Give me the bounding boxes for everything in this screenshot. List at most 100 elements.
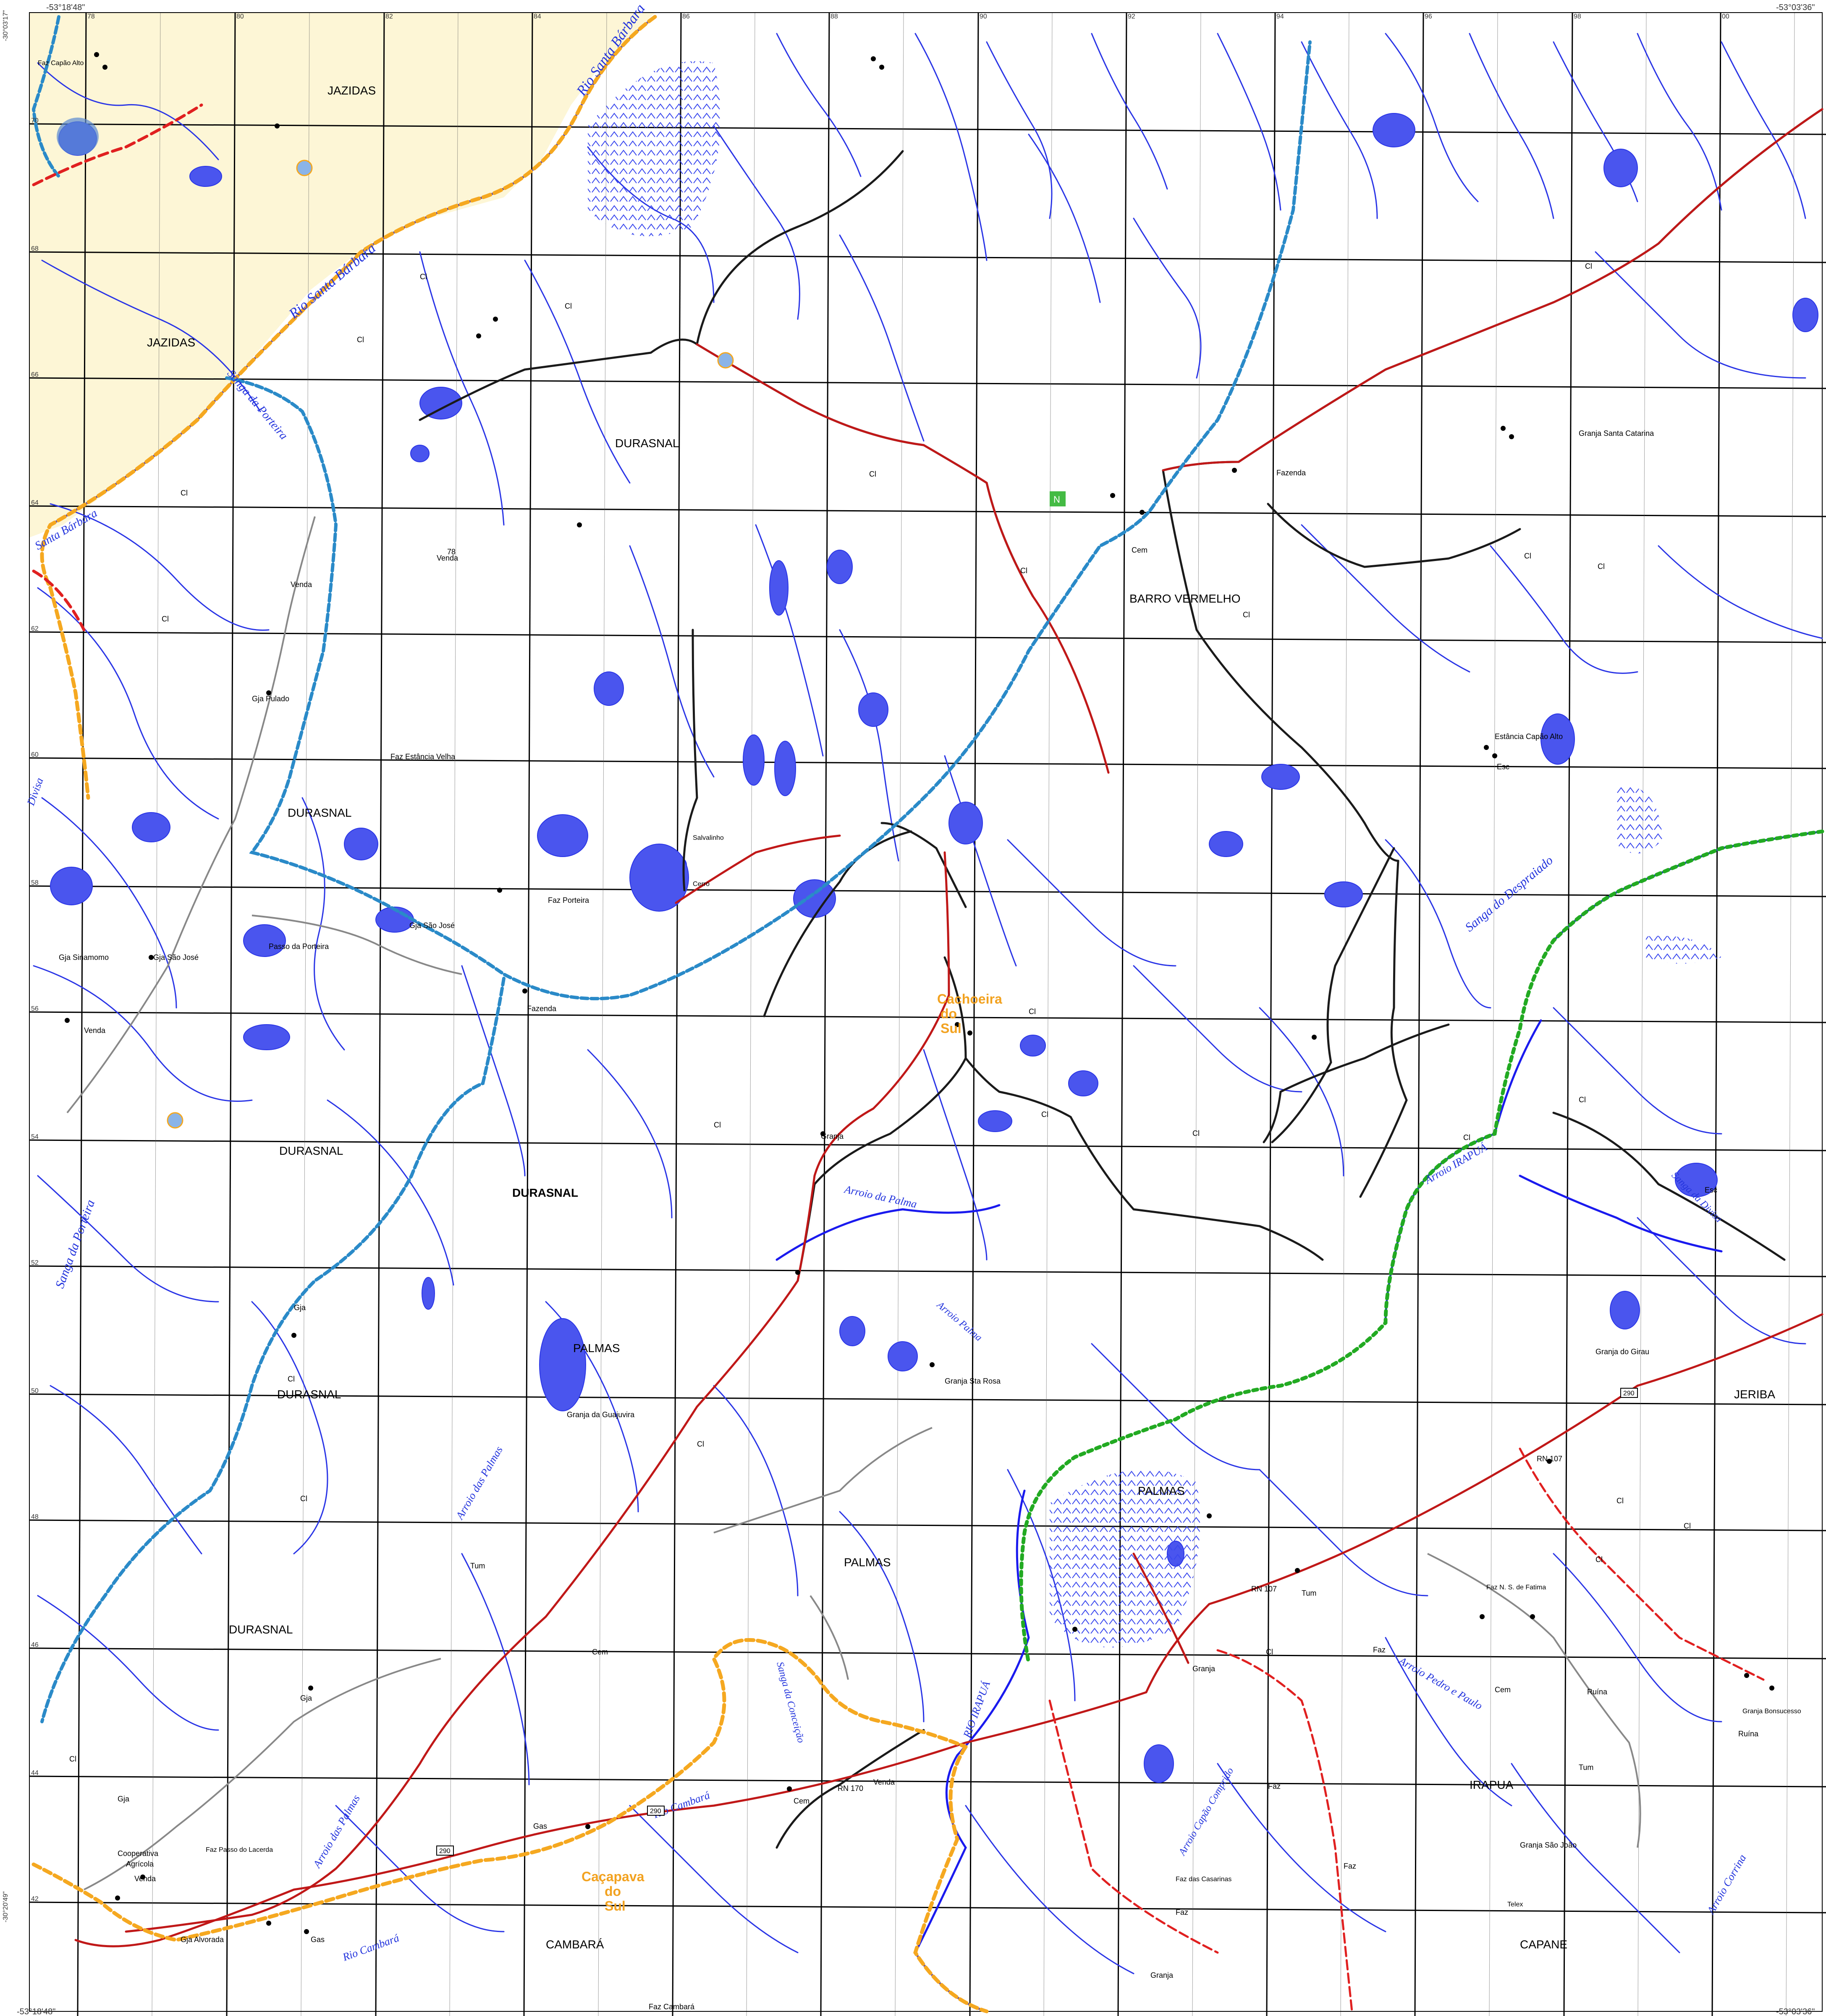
place-label: Faz Cambará	[649, 2003, 695, 2011]
cl-mark: Cl	[1684, 1522, 1691, 1530]
lake	[743, 734, 765, 786]
lake	[132, 812, 170, 842]
place-label: Faz das Casarinas	[1176, 1876, 1231, 1883]
lakes	[50, 113, 1818, 1783]
city-name-line: Cachoeira	[937, 991, 1002, 1007]
place-label: Gas	[311, 1935, 325, 1944]
cl-mark: Cl	[1192, 1129, 1200, 1138]
place-label: Estância Capão Alto	[1495, 732, 1563, 741]
tick-label: 70	[31, 117, 39, 124]
road-label: 290	[650, 1808, 661, 1815]
place-label: Granja da Guajuvira	[567, 1410, 635, 1419]
place-label: Esc	[1497, 763, 1509, 771]
place-label: Granja São João	[1520, 1841, 1577, 1849]
region-durasnal: DURASNAL	[229, 1623, 293, 1636]
place-label: Cem	[592, 1648, 608, 1656]
road-label: 290	[1623, 1390, 1635, 1397]
place-label: Faz N. S. de Fatima	[1486, 1584, 1546, 1591]
lake	[537, 814, 588, 857]
cl-mark: Cl	[69, 1755, 76, 1763]
place-label: Passo da Porteira	[269, 942, 329, 951]
lake	[858, 692, 888, 727]
lake	[888, 1341, 918, 1371]
lake	[1144, 1744, 1174, 1783]
road-shield	[436, 1846, 454, 1856]
place-label: Agrícola	[126, 1860, 154, 1868]
lake	[243, 924, 286, 957]
jazidas-tint-area	[29, 13, 655, 537]
marsh-area	[1050, 1469, 1200, 1648]
marsh-areas	[588, 61, 1721, 1648]
place-label: Faz Porteira	[548, 896, 589, 904]
road-labels: RN 107 RN 107 RN 170 78 290 290 290	[436, 548, 1638, 1856]
lake	[50, 867, 93, 905]
cl-mark: Cl	[1524, 552, 1531, 560]
lake	[1540, 713, 1575, 765]
lake	[827, 550, 853, 584]
place-labels: Faz Capão Alto Venda Venda Venda Venda V…	[38, 60, 1801, 2011]
place-label: Cerro	[693, 881, 710, 888]
place-label: Venda	[84, 1026, 106, 1035]
tick-label: 64	[31, 499, 39, 506]
city-name-line: Sul	[941, 1021, 961, 1036]
grid-horizontal	[29, 123, 1826, 1914]
place-label: Faz	[1344, 1862, 1356, 1870]
place-label: Venda	[291, 580, 312, 589]
region-durasnal: DURASNAL	[615, 437, 679, 450]
cl-mark: Cl	[420, 273, 427, 281]
cl-mark: Cl	[714, 1121, 721, 1129]
highways-red	[74, 108, 1823, 1948]
cl-mark: Cl	[1579, 1096, 1586, 1104]
tick-label: 96	[1425, 13, 1432, 20]
place-label: Cem	[1132, 546, 1147, 554]
boundary-green	[1019, 829, 1824, 1665]
region-labels: JAZIDAS JAZIDAS DURASNAL DURASNAL DURASN…	[147, 84, 1775, 1951]
grid-vertical	[77, 12, 1721, 2016]
tick-label: 82	[385, 13, 393, 20]
marsh-area	[588, 61, 721, 236]
boundary-red	[32, 569, 86, 632]
tick-label: 78	[87, 13, 95, 20]
map-frame	[29, 12, 1823, 2012]
city-cacapava-label: Caçapava do Sul	[582, 1869, 644, 1914]
corner-left-top: -30°03'17"	[2, 10, 9, 41]
lake	[422, 1277, 435, 1310]
cl-mark: Cl	[162, 615, 169, 623]
tick-label: 94	[1276, 13, 1284, 20]
road-label: RN 107	[1251, 1585, 1277, 1593]
tick-label: 00	[1722, 13, 1729, 20]
tick-label: 60	[31, 751, 39, 758]
lake	[344, 828, 378, 860]
sensor-marker-square	[1050, 491, 1066, 506]
place-label: Gja	[300, 1694, 312, 1702]
tick-label: 54	[31, 1133, 39, 1140]
cl-mark: Cl	[1029, 1007, 1036, 1016]
place-label: Cem	[1495, 1686, 1511, 1694]
place-label: Fazenda	[1276, 469, 1306, 477]
place-label: Esc	[1705, 1186, 1717, 1194]
region-palmas: PALMAS	[844, 1556, 891, 1569]
settlements	[65, 52, 1774, 1934]
boundary-blue	[225, 40, 1312, 1001]
place-label: Faz	[1176, 1908, 1188, 1916]
place-label: Granja	[1150, 1971, 1174, 1979]
road-label: RN 170	[838, 1784, 863, 1793]
top-edge-ticks: 78 80 82 84 86 88 90 92 94 96 98 00	[87, 13, 1729, 20]
lake	[189, 166, 222, 187]
place-label: Gja Pulado	[252, 695, 289, 703]
place-label: Gja São José	[409, 921, 455, 930]
boundary-blue	[31, 15, 60, 178]
trails-grey	[66, 516, 1641, 1890]
lake	[1792, 298, 1818, 332]
lake	[243, 1024, 290, 1050]
cl-mark: Cl	[288, 1375, 295, 1383]
region-durasnal: DURASNAL	[277, 1388, 341, 1401]
region-jazidas: JAZIDAS	[147, 336, 195, 349]
place-label: Tum	[470, 1562, 485, 1570]
place-label: Granja Sta Rosa	[945, 1377, 1001, 1385]
place-label: Gas	[533, 1822, 547, 1830]
cl-mark: Cl	[1266, 1648, 1273, 1656]
corner-bottom-right: -53°03'36"	[1776, 2007, 1815, 2016]
tick-label: 86	[682, 13, 690, 20]
